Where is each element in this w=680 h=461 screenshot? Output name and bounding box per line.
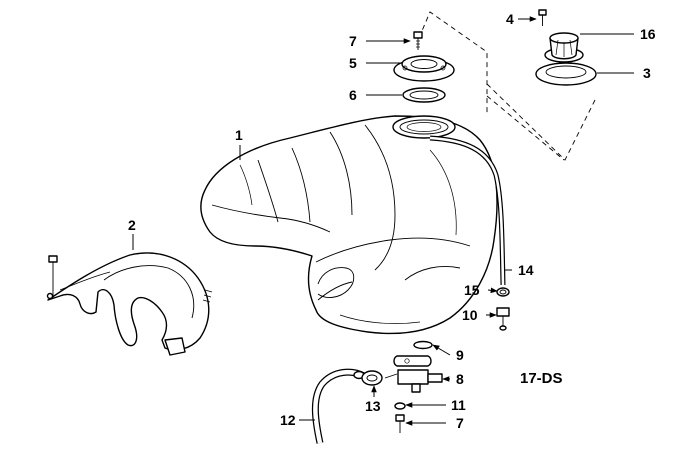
screw-flange — [413, 31, 423, 50]
fuel-hose — [311, 368, 366, 444]
callout-7-bottom: 7 — [456, 415, 464, 431]
callout-13: 13 — [365, 398, 381, 414]
vent-hose — [429, 135, 506, 286]
callout-12: 12 — [280, 412, 296, 428]
flange — [393, 55, 455, 82]
vent-clamp — [496, 287, 510, 297]
callout-labels: 7 5 6 4 16 3 1 2 14 15 10 9 8 11 7 13 12… — [128, 11, 656, 431]
callout-11: 11 — [451, 397, 466, 413]
fuel-tap — [384, 355, 443, 393]
callout-14: 14 — [518, 262, 534, 278]
hose-clamp — [361, 370, 383, 386]
callout-6: 6 — [349, 87, 357, 103]
fuel-tank — [200, 115, 498, 335]
diagram-code: 17-DS — [520, 370, 563, 387]
callout-4: 4 — [506, 11, 514, 27]
callout-2: 2 — [128, 217, 136, 233]
screw-bottom — [395, 414, 405, 433]
cover-screw — [46, 255, 58, 300]
tank-cover — [47, 252, 213, 356]
seal-ring — [402, 87, 446, 103]
callout-9: 9 — [456, 347, 464, 363]
callout-7-top: 7 — [349, 33, 357, 49]
mounting-ring — [535, 62, 597, 86]
assembly-dashed-lines — [418, 11, 596, 161]
callout-1: 1 — [235, 127, 243, 143]
callout-3: 3 — [643, 65, 651, 81]
o-ring — [413, 340, 433, 350]
callout-16: 16 — [640, 26, 656, 42]
washer — [394, 402, 406, 410]
screw-top — [538, 9, 547, 26]
leader-lines — [132, 16, 634, 426]
callout-10: 10 — [462, 307, 478, 323]
vent-valve — [496, 307, 510, 331]
callout-15: 15 — [464, 282, 480, 298]
filler-cap — [544, 32, 584, 63]
callout-5: 5 — [349, 55, 357, 71]
callout-8: 8 — [456, 371, 464, 387]
